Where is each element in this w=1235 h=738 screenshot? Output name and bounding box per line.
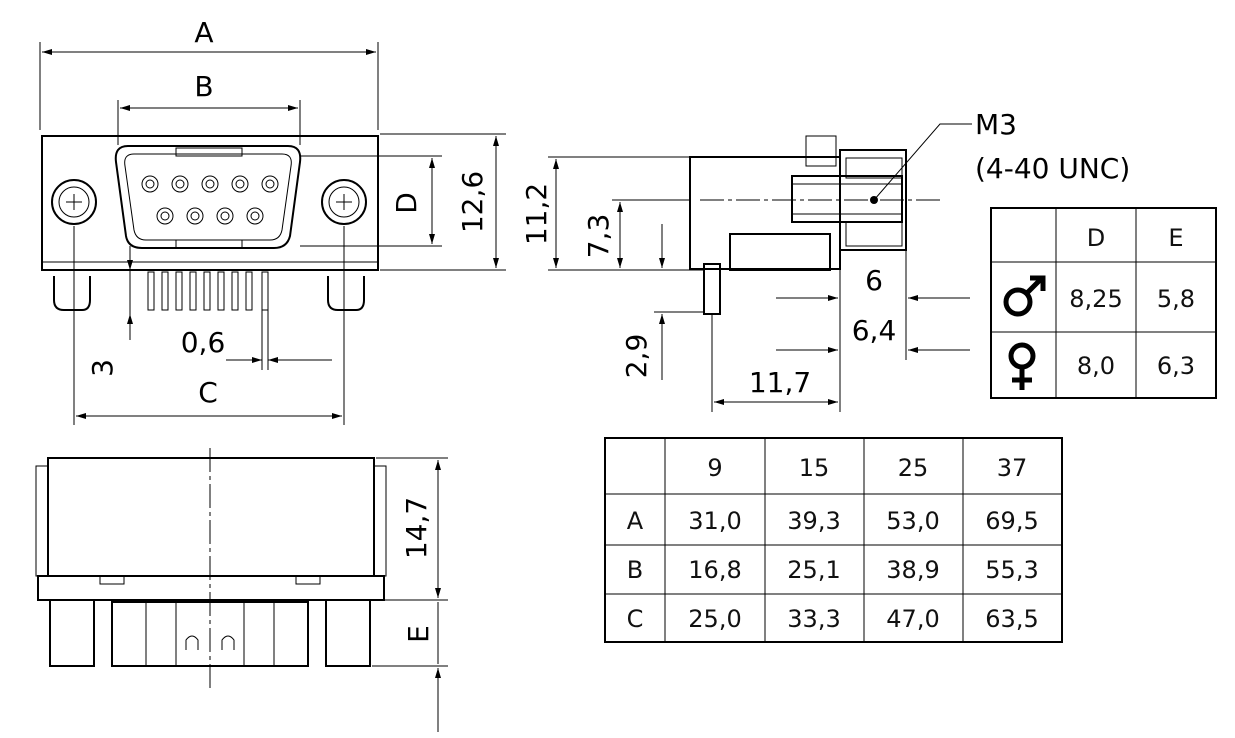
size-cell: 25,0 <box>688 605 741 633</box>
solder-pins <box>147 271 269 311</box>
dim-label-3: 3 <box>86 359 119 377</box>
size-header-9: 9 <box>707 454 722 482</box>
size-cell: 69,5 <box>985 507 1038 535</box>
side-view: M3 (4-40 UNC) 11,2 7,3 2,9 6 6,4 11,7 <box>520 108 1130 412</box>
dim-label-0-6: 0,6 <box>181 326 226 359</box>
dim-label-2-9: 2,9 <box>620 334 653 379</box>
size-header-15: 15 <box>799 454 830 482</box>
screw-left <box>51 179 97 225</box>
dim-label-c: C <box>198 376 218 409</box>
dim-label-11-7: 11,7 <box>749 366 811 399</box>
dim-label-6: 6 <box>865 264 883 297</box>
front-view: A B <box>39 16 506 425</box>
size-cell: 31,0 <box>688 507 741 535</box>
dim-label-a: A <box>194 16 213 49</box>
dim-label-b: B <box>194 70 213 103</box>
dim-label-12-6: 12,6 <box>456 171 489 233</box>
dim-label-14-7: 14,7 <box>400 497 433 559</box>
size-cell: 53,0 <box>886 507 939 535</box>
d-shell <box>114 145 302 249</box>
size-cell: 63,5 <box>985 605 1038 633</box>
gender-header-d: D <box>1087 224 1105 252</box>
thread-label-alt: (4-40 UNC) <box>975 152 1130 185</box>
size-cell: 33,3 <box>787 605 840 633</box>
gender-header-e: E <box>1168 224 1183 252</box>
dim-label-7-3: 7,3 <box>582 214 615 259</box>
size-row-label: A <box>627 507 644 535</box>
female-d-value: 8,0 <box>1077 352 1115 380</box>
screw-right <box>321 179 367 225</box>
size-cell: 16,8 <box>688 556 741 584</box>
side-housing <box>689 156 841 270</box>
dim-label-11-2: 11,2 <box>520 183 553 245</box>
size-cell: 47,0 <box>886 605 939 633</box>
male-e-value: 5,8 <box>1157 285 1195 313</box>
dim-label-e: E <box>402 625 435 643</box>
male-d-value: 8,25 <box>1069 285 1122 313</box>
dim-label-d: D <box>390 192 423 214</box>
size-table: 9 15 25 37 A 31,0 39,3 53,0 69,5 B 16,8 … <box>604 437 1063 643</box>
thread-label: M3 <box>975 108 1017 141</box>
size-header-37: 37 <box>997 454 1028 482</box>
size-cell: 55,3 <box>985 556 1038 584</box>
gender-table: D E 8,25 5,8 8,0 6,3 <box>990 207 1217 399</box>
female-e-value: 6,3 <box>1157 352 1195 380</box>
size-cell: 39,3 <box>787 507 840 535</box>
side-solder-pin <box>703 263 721 315</box>
contact-pins <box>141 175 279 225</box>
dim-label-6-4: 6,4 <box>852 314 897 347</box>
size-cell: 38,9 <box>886 556 939 584</box>
female-symbol-icon <box>1008 342 1036 390</box>
male-symbol-icon <box>1003 275 1046 317</box>
side-threaded-insert <box>791 175 903 223</box>
size-row-label: B <box>627 556 643 584</box>
size-cell: 25,1 <box>787 556 840 584</box>
bottom-view: 14,7 E <box>35 448 448 732</box>
size-header-25: 25 <box>898 454 929 482</box>
bottom-body <box>47 457 375 577</box>
size-row-label: C <box>627 605 644 633</box>
